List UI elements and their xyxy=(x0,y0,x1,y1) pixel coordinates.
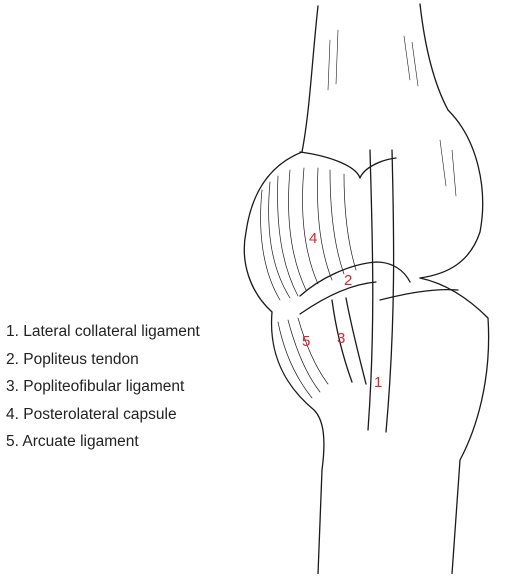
joint-line xyxy=(380,290,458,300)
callout-4: 4 xyxy=(309,231,317,246)
legend: 1. Lateral collateral ligament 2. Poplit… xyxy=(6,318,200,456)
callout-1: 1 xyxy=(374,375,382,390)
legend-item-2: 2. Popliteus tendon xyxy=(6,346,200,374)
tibia-outline xyxy=(420,278,489,574)
femoral-condyle xyxy=(420,110,483,278)
callout-3: 3 xyxy=(337,331,345,346)
callout-2: 2 xyxy=(344,273,352,288)
callout-5: 5 xyxy=(302,334,310,349)
femur-outline xyxy=(302,4,448,152)
capsule-outline xyxy=(244,152,302,312)
legend-item-5: 5. Arcuate ligament xyxy=(6,428,200,456)
condyle-rim xyxy=(300,152,396,178)
legend-item-1: 1. Lateral collateral ligament xyxy=(6,318,200,346)
legend-item-3: 3. Popliteofibular ligament xyxy=(6,373,200,401)
arcuate-fibers xyxy=(278,318,328,398)
legend-item-4: 4. Posterolateral capsule xyxy=(6,401,200,429)
